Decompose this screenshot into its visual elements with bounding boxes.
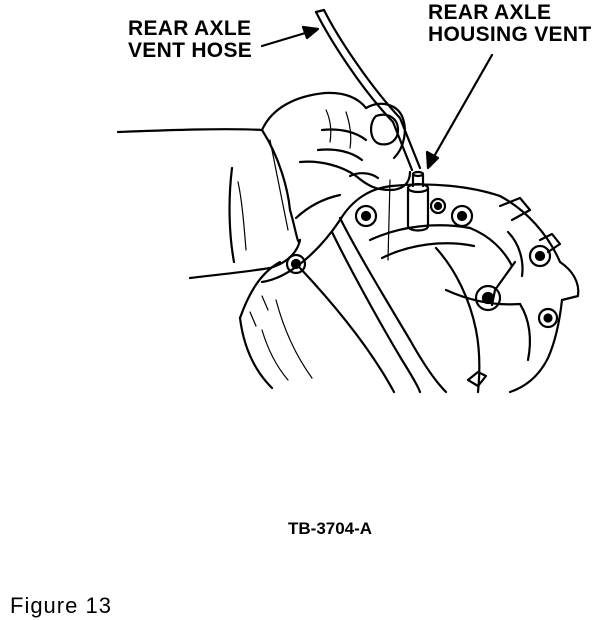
leader-arrow-housing-vent [425,53,494,170]
label-line-1: REAR AXLE [428,1,552,24]
label-line-2: HOUSING VENT [428,23,592,46]
vent-hose [314,8,422,172]
drawing-code: TB-3704-A [288,519,373,538]
label-line-2: VENT HOSE [128,39,253,62]
label-rear-axle-housing-vent: REAR AXLE HOUSING VENT [428,2,591,46]
housing-bolts [285,197,559,329]
label-rear-axle-vent-hose: REAR AXLE VENT HOSE [128,18,252,62]
housing-vent-fitting [406,170,430,232]
figure-caption: Figure 13 [10,593,112,618]
leader-arrow-vent-hose [260,25,320,48]
sleeve [116,128,302,280]
axle-housing [238,179,580,394]
hand [260,91,412,243]
label-line-1: REAR AXLE [128,17,252,40]
